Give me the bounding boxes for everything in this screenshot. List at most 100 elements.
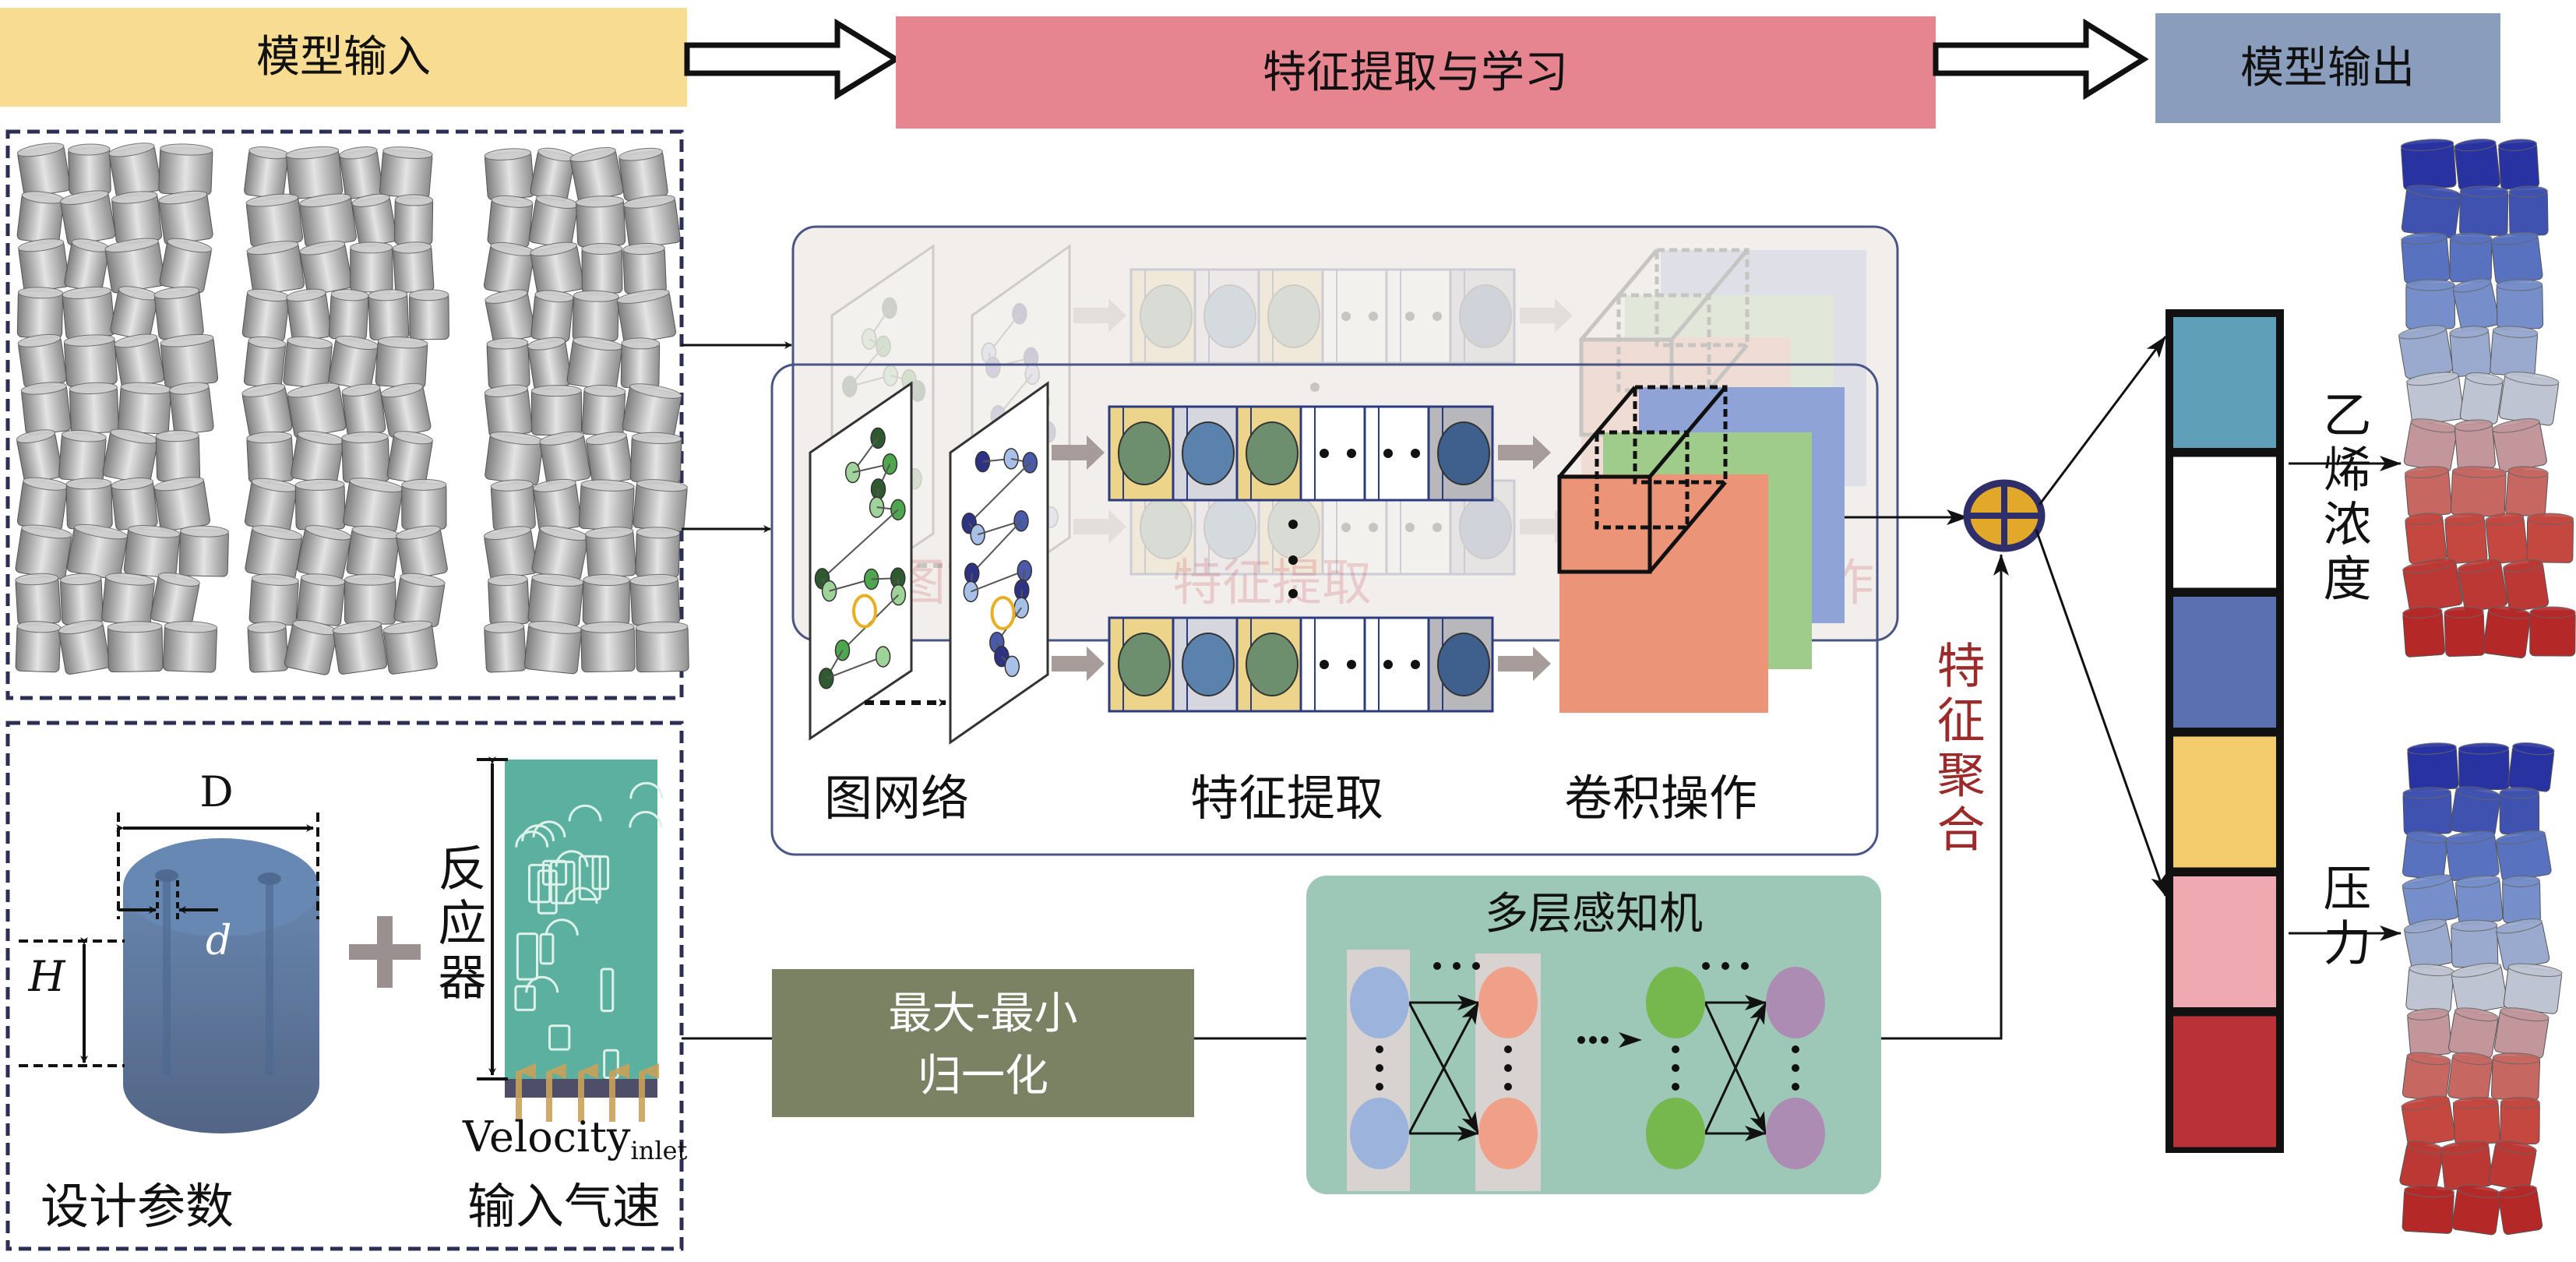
pellet-icon [2404, 466, 2453, 518]
pellet-icon [2492, 418, 2547, 473]
pellet-icon [248, 573, 299, 626]
mlp-to-aggregation-arrow [1881, 554, 2009, 1040]
pellet-icon [616, 289, 677, 344]
feature-node [1140, 495, 1193, 559]
ellipsis-dot [1341, 312, 1351, 321]
ellipsis-dot [1472, 962, 1480, 970]
pellet-icon [484, 148, 535, 200]
pellet-icon [16, 477, 69, 531]
ellipsis-dot [1341, 523, 1351, 532]
pellet-icon [2449, 232, 2493, 283]
ellipsis-dot [1792, 1083, 1799, 1091]
feature-row [1108, 616, 1494, 713]
pellet-icon [118, 382, 172, 435]
pellet-icon [622, 383, 682, 439]
feature-node [1118, 633, 1171, 696]
ellipsis-dot [1369, 523, 1378, 532]
ellipsis-dot [1672, 1064, 1679, 1072]
ellipsis-dot [1320, 449, 1329, 458]
graph-plane [949, 381, 1049, 745]
header-model-input: 模型输入 [0, 8, 687, 107]
pellet-icon [343, 478, 403, 534]
pellet-icon [629, 573, 681, 626]
ellipsis-dot [1288, 555, 1298, 565]
graph-node [985, 356, 1001, 379]
svg-text:特征提取: 特征提取 [1172, 555, 1372, 612]
design-parameter-panel [5, 721, 684, 1251]
ellipsis-dot [1320, 660, 1329, 669]
pellet-icon [2488, 1140, 2537, 1192]
pellet-icon [2485, 513, 2528, 565]
ellipsis-dot [1288, 589, 1298, 598]
flow-arrow-icon [1520, 298, 1573, 333]
pellet-icon [527, 337, 573, 390]
vector-cell [2173, 1016, 2276, 1147]
flow-arrow-icon [1073, 298, 1126, 333]
pellet-icon [623, 195, 681, 249]
pellet-icon [2451, 919, 2499, 968]
pellet-icon [488, 573, 530, 626]
pellet-icon [2483, 605, 2532, 659]
pellet-icon [575, 196, 626, 248]
ellipsis-dot [1376, 1064, 1383, 1072]
pellet-icon [18, 238, 70, 293]
pellet-icon [58, 429, 107, 483]
pellet-icon [635, 527, 681, 578]
aggregation-to-vector-arrow [2038, 336, 2167, 506]
pellet-icon [2405, 964, 2454, 1013]
pellet-icon [283, 336, 333, 390]
pellet-icon [341, 383, 386, 437]
pellet-icon [111, 191, 163, 245]
pellet-icon [2454, 875, 2504, 925]
pellet-icon [484, 621, 527, 673]
graph-node [981, 342, 997, 365]
pellet-icon [350, 241, 393, 293]
pellet-icon [2444, 513, 2488, 564]
pellet-icon [2500, 1097, 2540, 1145]
pellet-icon [158, 190, 213, 245]
pellet-icon [393, 573, 446, 627]
ellipsis-dot [1792, 1064, 1799, 1072]
flow-arrow-icon [1052, 435, 1105, 470]
pellet-icon [566, 337, 623, 391]
pellet-icon [287, 382, 347, 439]
feature-node [1182, 421, 1235, 485]
pellet-icon [285, 146, 344, 200]
ellipsis-dot [1741, 962, 1749, 970]
ellipsis-dot [1376, 1083, 1383, 1091]
header-model-output: 模型输出 [2155, 13, 2500, 123]
mlp-title: 多层感知机 [1485, 889, 1703, 939]
packed-bed-images [15, 143, 689, 675]
pellet-icon [523, 621, 583, 675]
feature-row [1129, 268, 1516, 365]
ellipsis-dot [1504, 1045, 1512, 1053]
header-input-title: 模型输入 [256, 32, 431, 83]
pellet-icon [102, 428, 159, 485]
plus-icon [349, 916, 421, 988]
ellipsis-dot [1411, 449, 1420, 458]
pellet-icon [299, 240, 353, 296]
feature-cell [1257, 268, 1324, 365]
ellipsis-dot [1288, 520, 1298, 529]
pellet-icon [622, 242, 667, 294]
pellet-icon [2405, 513, 2447, 565]
pellet-icon [582, 574, 630, 626]
graph-network-label: 图网络 [824, 770, 969, 827]
pellet-icon [633, 479, 688, 532]
pellet-icon [111, 477, 158, 531]
pellet-icon [401, 478, 447, 530]
pellet-icon [69, 382, 120, 435]
ellipsis-dot [1383, 660, 1393, 669]
pellet-icon [529, 195, 579, 249]
height-label: H [27, 952, 65, 1001]
normalization-line2: 归一化 [918, 1051, 1048, 1102]
graph-node [862, 328, 877, 350]
pellet-icon [530, 241, 584, 297]
feature-cell [1449, 268, 1516, 365]
hollow-arrow-icon [1933, 18, 2149, 100]
mlp-neuron [1350, 1098, 1409, 1169]
reactor-label: 反应器 [430, 843, 487, 1006]
pellet-icon [2398, 325, 2454, 379]
mlp-connection-arrow [1704, 1002, 1767, 1134]
pellet-icon [58, 620, 111, 675]
